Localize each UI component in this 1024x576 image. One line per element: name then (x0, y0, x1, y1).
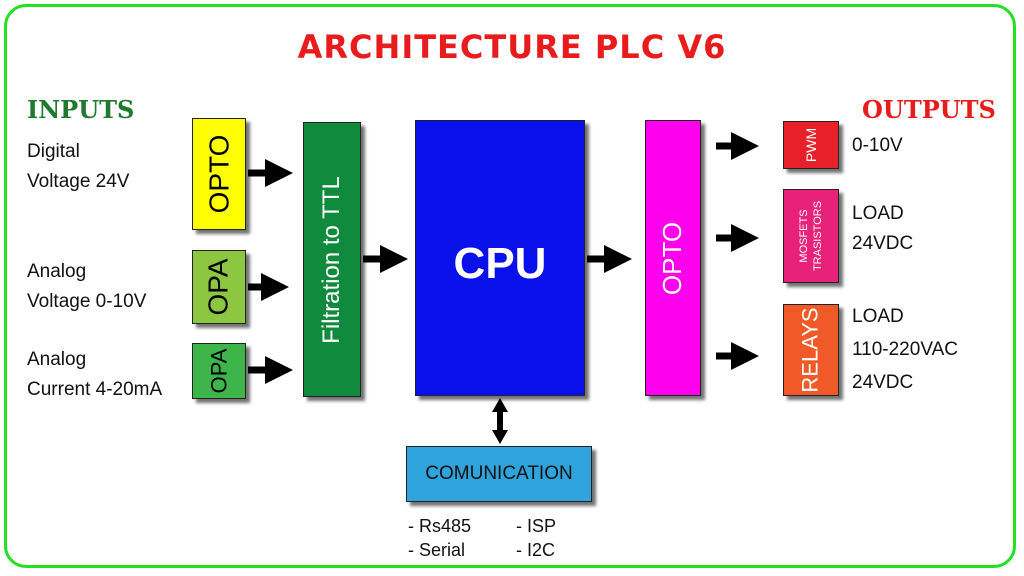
diagram-title: ARCHITECTURE PLC V6 (297, 28, 727, 66)
cpu-block: CPU (415, 120, 585, 396)
mosfets-block: MOSFETS TRASISTORS (783, 189, 839, 283)
inputs-heading: INPUTS (27, 95, 135, 124)
communication-list-right: - ISP - I2C (516, 516, 557, 560)
input-label-analog-current: Analog Current 4-20mA (27, 349, 163, 400)
outputs-heading: OUTPUTS (862, 95, 996, 124)
opto-input-block: OPTO (192, 118, 246, 230)
pwm-block: PWM (783, 121, 839, 169)
relays-block: RELAYS (783, 304, 839, 396)
output-label-relays: LOAD 110-220VAC 24VDC (852, 306, 958, 393)
communication-block: COMUNICATION (406, 446, 592, 502)
output-label-pwm: 0-10V (852, 135, 903, 156)
opa-block-2: OPA (192, 343, 246, 399)
diagram-frame (4, 4, 1016, 568)
opto-output-block: OPTO (645, 120, 701, 396)
output-label-mosfets: LOAD 24VDC (852, 203, 914, 254)
opa-block-1: OPA (192, 250, 246, 324)
communication-list-left: - Rs485 - Serial (408, 516, 472, 560)
input-label-analog-voltage: Analog Voltage 0-10V (27, 261, 147, 312)
filtration-block: Filtration to TTL (303, 122, 361, 397)
input-label-digital: Digital Voltage 24V (27, 141, 130, 192)
